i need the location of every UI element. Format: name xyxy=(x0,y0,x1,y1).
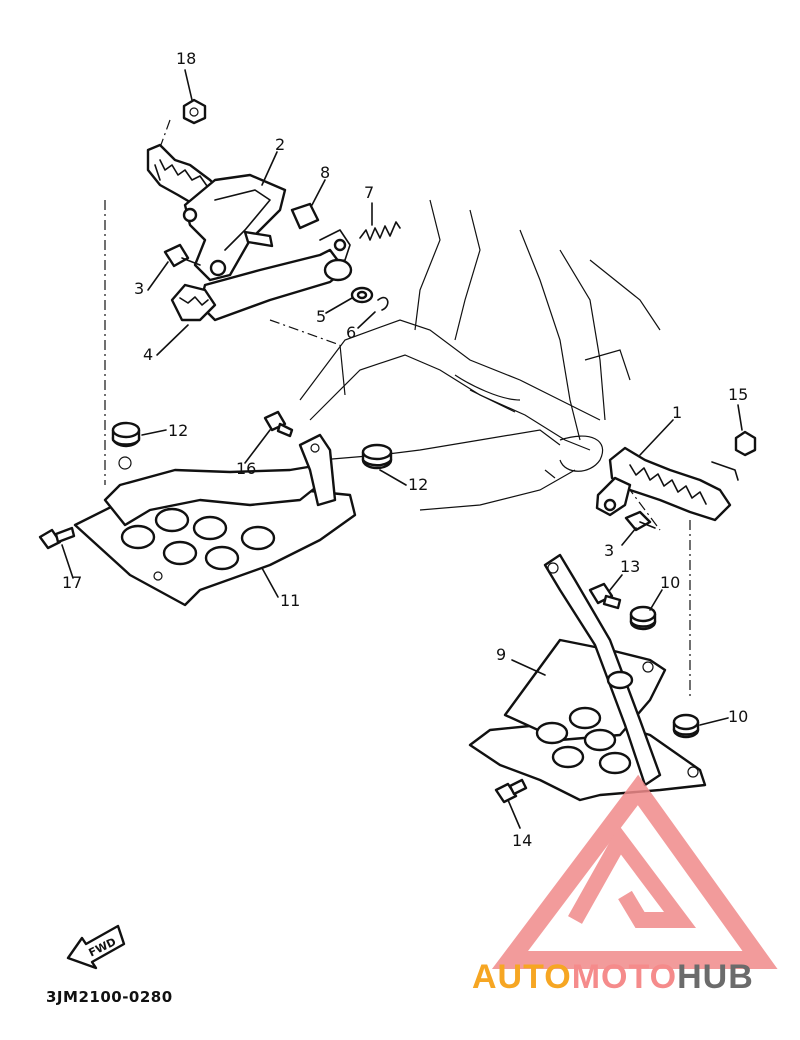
right-hardware xyxy=(494,582,700,804)
left-footrest-assembly xyxy=(146,98,401,322)
part-number-9: 9 xyxy=(496,645,506,664)
watermark-moto: MOTO xyxy=(572,958,677,996)
part-number-3: 3 xyxy=(604,541,614,560)
part-number-3: 3 xyxy=(134,279,144,298)
part-number-18: 18 xyxy=(176,49,196,68)
part-number-2: 2 xyxy=(275,135,285,154)
part-number-6: 6 xyxy=(346,323,356,342)
part-number-1: 1 xyxy=(672,403,682,422)
part-number-5: 5 xyxy=(316,307,326,326)
part-number-14: 14 xyxy=(512,831,532,850)
watermark-hub: HUB xyxy=(677,958,754,996)
part-number-10: 10 xyxy=(728,707,748,726)
part-number-10: 10 xyxy=(660,573,680,592)
watermark-text: AUTOMOTOHUB xyxy=(472,958,754,996)
part-number-8: 8 xyxy=(320,163,330,182)
part-number-4: 4 xyxy=(143,345,153,364)
part-number-13: 13 xyxy=(620,557,640,576)
part-numbers: 1 2 3 3 4 5 6 7 8 9 10 10 11 12 12 13 14… xyxy=(62,49,748,850)
part-number-7: 7 xyxy=(364,183,374,202)
watermark-logo xyxy=(491,774,778,969)
right-footrest-guard xyxy=(468,553,707,802)
part-number-15: 15 xyxy=(728,385,748,404)
diagram-code: 3JM2100-0280 xyxy=(46,988,173,1006)
right-footrest-assembly xyxy=(595,430,757,532)
left-hardware xyxy=(38,410,393,550)
part-number-12: 12 xyxy=(168,421,188,440)
frame-outline xyxy=(299,199,661,511)
callout-lines xyxy=(61,69,743,829)
left-footrest-guard xyxy=(73,433,357,607)
part-number-17: 17 xyxy=(62,573,82,592)
part-number-11: 11 xyxy=(280,591,300,610)
part-number-16: 16 xyxy=(236,459,256,478)
watermark-auto: AUTO xyxy=(472,958,572,996)
fwd-arrow-icon: FWD xyxy=(66,924,126,970)
part-number-12: 12 xyxy=(408,475,428,494)
